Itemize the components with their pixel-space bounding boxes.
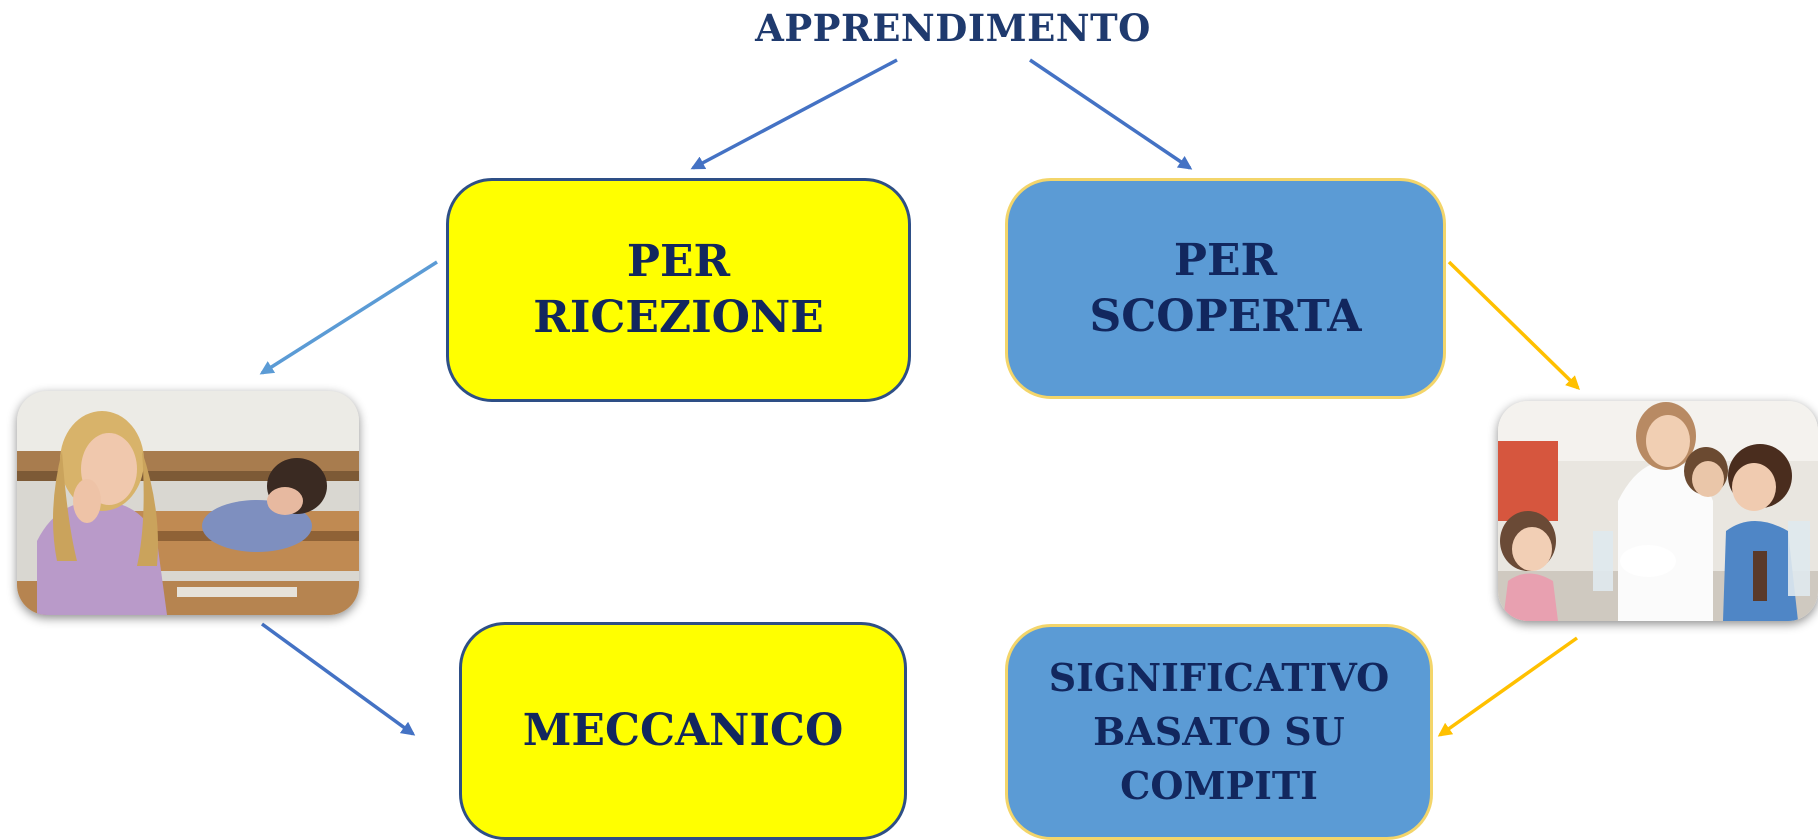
arrow-discovery-to-right-image	[1447, 260, 1581, 390]
diagram-title: APPRENDIMENTO	[755, 6, 1151, 50]
arrow-left-image-to-mechanical	[260, 622, 416, 736]
node-per-ricezione-label: PER RICEZIONE	[533, 236, 824, 343]
node-per-scoperta: PER SCOPERTA	[1005, 178, 1446, 399]
arrow-reception-to-left-image	[259, 260, 438, 375]
photo-bored-students	[17, 391, 359, 615]
node-significativo-label: SIGNIFICATIVO BASATO SU COMPITI	[1048, 655, 1390, 808]
node-meccanico: MECCANICO	[459, 622, 907, 840]
photo-science-experiment	[1498, 401, 1818, 621]
arrow-title-to-discovery	[1029, 58, 1193, 170]
node-significativo: SIGNIFICATIVO BASATO SU COMPITI	[1005, 624, 1433, 840]
node-per-ricezione: PER RICEZIONE	[446, 178, 911, 402]
arrow-title-to-reception	[690, 58, 898, 170]
arrow-right-image-to-meaningful	[1437, 636, 1579, 737]
node-per-scoperta-label: PER SCOPERTA	[1089, 234, 1362, 342]
node-meccanico-label: MECCANICO	[522, 705, 844, 757]
